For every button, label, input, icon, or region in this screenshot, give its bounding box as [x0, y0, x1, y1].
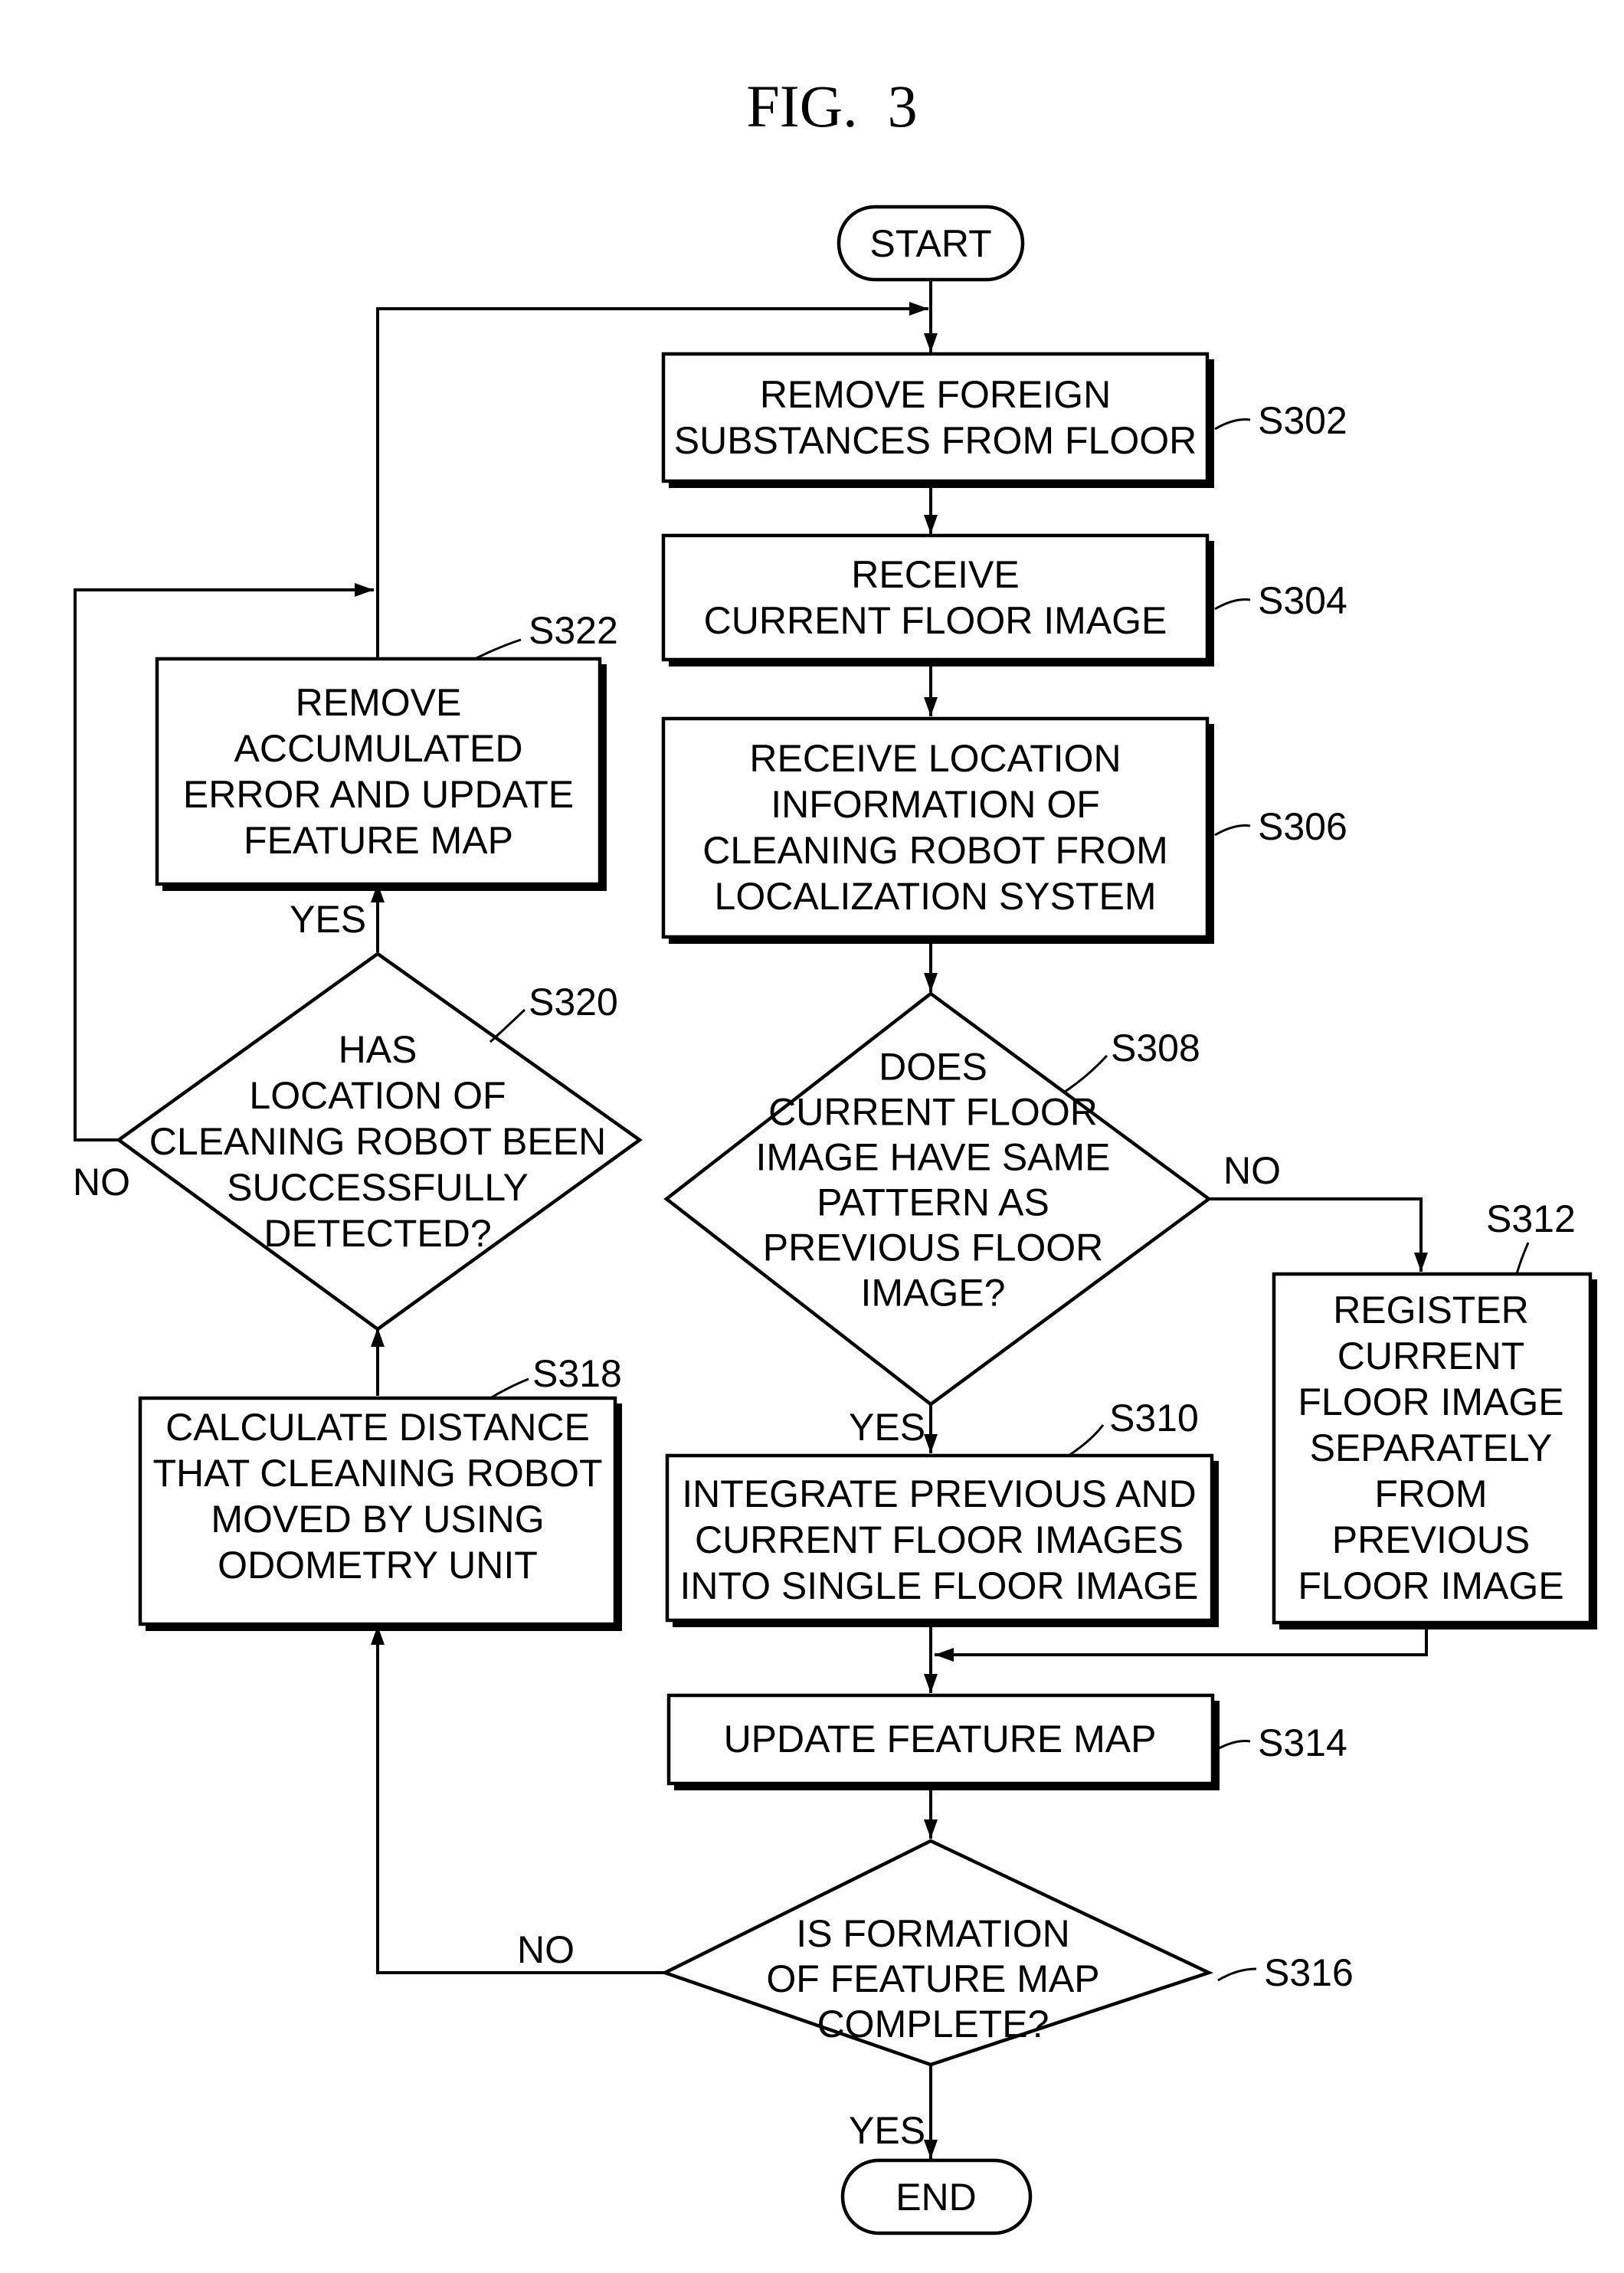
node-text-line: PREVIOUS FLOOR [763, 1227, 1104, 1269]
node-text-line: IS FORMATION [796, 1912, 1069, 1955]
edge-label-s308-no: NO [1223, 1149, 1281, 1192]
arrowhead-icon [1414, 1253, 1428, 1272]
node-text-line: DETECTED? [264, 1212, 491, 1255]
node-text-line: CURRENT FLOOR IMAGES [695, 1518, 1184, 1561]
node-text-line: CURRENT [1338, 1335, 1524, 1377]
edge-s316-no-to-s318 [378, 1626, 665, 1973]
node-s312: REGISTERCURRENTFLOOR IMAGESEPARATELYFROM… [1274, 1274, 1597, 1629]
node-text-line: PATTERN AS [817, 1181, 1049, 1224]
node-text-line: END [895, 2176, 977, 2219]
step-label-s320: S320 [529, 981, 618, 1024]
node-text-line: FLOOR IMAGE [1298, 1381, 1563, 1423]
node-text-line: REMOVE [296, 681, 462, 724]
node-text-line: ACCUMULATED [234, 727, 523, 770]
node-text-line: INTO SINGLE FLOOR IMAGE [680, 1564, 1199, 1607]
edge-label-s316-yes: YES [849, 2109, 925, 2152]
leader-s322 [475, 640, 521, 659]
step-label-s304: S304 [1258, 579, 1347, 622]
node-text-line: DOES [879, 1046, 987, 1089]
leader-s318 [490, 1379, 529, 1398]
node-text-line: CURRENT FLOOR IMAGE [704, 599, 1167, 642]
edge-label-s316-no: NO [517, 1928, 575, 1971]
node-s316: IS FORMATIONOF FEATURE MAPCOMPLETE? [665, 1841, 1209, 2065]
node-text-line: FEATURE MAP [244, 819, 513, 862]
node-text-line: CURRENT FLOOR [768, 1091, 1098, 1134]
node-text-line: SUBSTANCES FROM FLOOR [674, 419, 1197, 462]
node-text-line: FROM [1374, 1472, 1487, 1515]
node-text-line: UPDATE FEATURE MAP [724, 1718, 1157, 1760]
node-text-line: LOCALIZATION SYSTEM [715, 875, 1157, 918]
arrowhead-icon [924, 2140, 938, 2159]
edge-label-s320-yes: YES [290, 898, 366, 941]
edge-label-s320-no: NO [73, 1161, 130, 1204]
node-text-line: IMAGE HAVE SAME [755, 1136, 1110, 1179]
node-text-line: START [869, 222, 991, 265]
arrowhead-icon [924, 1674, 938, 1693]
node-text-line: CALCULATE DISTANCE [165, 1406, 590, 1449]
node-text-line: RECEIVE LOCATION [749, 737, 1121, 780]
node-text-line: HAS [339, 1028, 417, 1071]
arrowhead-icon [924, 333, 938, 352]
node-start: START [839, 207, 1023, 280]
node-text-line: REGISTER [1333, 1289, 1529, 1331]
node-text-line: REMOVE FOREIGN [760, 373, 1111, 416]
figure-title: FIG. 3 [746, 73, 917, 139]
arrowhead-icon [935, 1648, 954, 1662]
step-label-s322: S322 [529, 609, 618, 652]
node-text-line: COMPLETE? [817, 2003, 1049, 2045]
arrowhead-icon [924, 697, 938, 716]
node-text-line: RECEIVE [851, 553, 1020, 596]
leader-s308 [1065, 1056, 1107, 1092]
step-label-s316: S316 [1264, 1951, 1354, 1994]
step-label-s310: S310 [1109, 1397, 1199, 1439]
node-text-line: CLEANING ROBOT FROM [702, 829, 1167, 872]
node-s302: REMOVE FOREIGNSUBSTANCES FROM FLOOR [663, 354, 1214, 488]
step-label-s318: S318 [532, 1352, 622, 1395]
node-text-line: OF FEATURE MAP [766, 1957, 1099, 2000]
arrowhead-icon [924, 515, 938, 534]
leader-s312 [1517, 1243, 1528, 1274]
node-text-line: INFORMATION OF [771, 783, 1100, 826]
leader-s320 [490, 1010, 525, 1042]
node-s310: INTEGRATE PREVIOUS ANDCURRENT FLOOR IMAG… [667, 1456, 1219, 1627]
node-text-line: SUCCESSFULLY [227, 1166, 529, 1209]
node-s318: CALCULATE DISTANCETHAT CLEANING ROBOTMOV… [140, 1398, 622, 1631]
step-label-s312: S312 [1486, 1197, 1576, 1240]
node-s306: RECEIVE LOCATIONINFORMATION OFCLEANING R… [663, 719, 1214, 944]
arrowhead-icon [924, 1434, 938, 1453]
arrowhead-icon [355, 583, 374, 597]
node-text-line: INTEGRATE PREVIOUS AND [682, 1472, 1196, 1515]
node-text-line: MOVED BY USING [211, 1498, 544, 1541]
step-label-s308: S308 [1111, 1027, 1200, 1069]
leader-s304 [1215, 600, 1250, 610]
edge-s308-no-to-s312 [1207, 1199, 1421, 1272]
step-label-s306: S306 [1258, 805, 1347, 848]
node-text-line: ODOMETRY UNIT [218, 1544, 538, 1587]
leader-s302 [1215, 420, 1250, 430]
node-end: END [843, 2160, 1030, 2233]
arrowhead-icon [909, 302, 928, 316]
leader-s316 [1218, 1969, 1256, 1980]
node-text-line: LOCATION OF [249, 1074, 506, 1117]
node-s314: UPDATE FEATURE MAP [669, 1695, 1220, 1790]
node-text-line: CLEANING ROBOT BEEN [149, 1120, 606, 1163]
leader-s310 [1069, 1425, 1103, 1456]
arrowhead-icon [924, 973, 938, 992]
edge-label-s308-yes: YES [849, 1406, 925, 1449]
node-text-line: IMAGE? [861, 1272, 1006, 1315]
node-s304: RECEIVECURRENT FLOOR IMAGE [663, 535, 1214, 667]
leader-s314 [1215, 1741, 1250, 1751]
node-s322: REMOVEACCUMULATEDERROR AND UPDATEFEATURE… [157, 659, 607, 891]
leader-s306 [1215, 826, 1250, 836]
step-label-s314: S314 [1258, 1721, 1347, 1764]
node-text-line: PREVIOUS [1332, 1518, 1530, 1561]
step-label-s302: S302 [1258, 399, 1347, 442]
arrowhead-icon [924, 1819, 938, 1839]
node-text-line: THAT CLEANING ROBOT [152, 1452, 602, 1495]
node-text-line: ERROR AND UPDATE [183, 773, 574, 816]
node-text-line: FLOOR IMAGE [1298, 1564, 1563, 1607]
node-text-line: SEPARATELY [1310, 1426, 1553, 1469]
